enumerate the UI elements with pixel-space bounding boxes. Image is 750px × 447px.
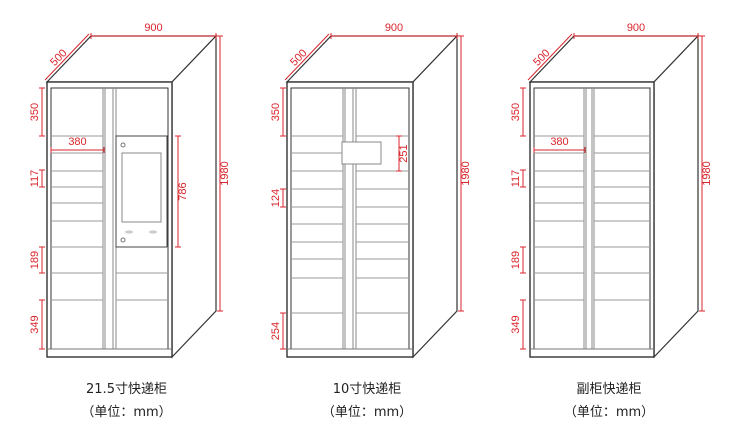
height-dimension-label: 1980	[219, 161, 231, 185]
screen-dimension-label: 251	[398, 144, 410, 162]
bottom-compartment-dimension-label: 349	[510, 315, 522, 333]
depth-dimension-line	[284, 33, 330, 81]
medium-compartment-dimension-label: 189	[29, 251, 41, 269]
speaker-icon	[149, 230, 157, 234]
camera-icon	[120, 142, 126, 148]
cabinet-side	[653, 34, 699, 359]
width-dimension-label: 900	[627, 22, 645, 34]
locker-title: 10寸快递柜	[333, 382, 402, 397]
top-compartment-dimension-label: 350	[270, 103, 282, 121]
touchscreen-display	[121, 152, 162, 223]
small-compartment-dimension-label: 124	[270, 189, 282, 207]
locker-21-5: 900500198035011718934938078621.5寸快递柜（单位：…	[29, 22, 231, 420]
bottom-compartment-dimension-label: 349	[29, 315, 41, 333]
cabinet-side	[412, 34, 458, 359]
height-dimension-label: 1980	[460, 161, 472, 185]
column-width-dimension-label: 380	[68, 136, 86, 148]
screen-dimension-label: 786	[177, 182, 189, 200]
small-compartment-dimension-label: 117	[29, 170, 41, 188]
height-dimension-label: 1980	[701, 161, 713, 185]
unit-note: （单位：mm）	[322, 405, 412, 420]
width-dimension-label: 900	[385, 22, 403, 34]
unit-note: （单位：mm）	[81, 405, 171, 420]
unit-note: （单位：mm）	[564, 405, 654, 420]
scanner-icon	[120, 237, 126, 243]
cabinet-front	[286, 81, 414, 358]
bottom-compartment-dimension-label: 254	[270, 322, 282, 340]
depth-dimension-line	[44, 33, 90, 81]
speaker-icon	[125, 230, 133, 234]
medium-compartment-dimension-label: 189	[510, 251, 522, 269]
touchscreen-panel	[115, 135, 168, 248]
small-compartment-dimension-label: 117	[510, 170, 522, 188]
locker-title: 21.5寸快递柜	[86, 382, 167, 397]
top-compartment-dimension-label: 350	[510, 103, 522, 121]
column-width-dimension-label: 380	[550, 136, 568, 148]
depth-dimension-line	[527, 33, 573, 81]
top-compartment-dimension-label: 350	[29, 103, 41, 121]
touchscreen-display	[341, 141, 382, 165]
width-dimension-label: 900	[144, 22, 162, 34]
locker-title: 副柜快递柜	[576, 382, 641, 397]
